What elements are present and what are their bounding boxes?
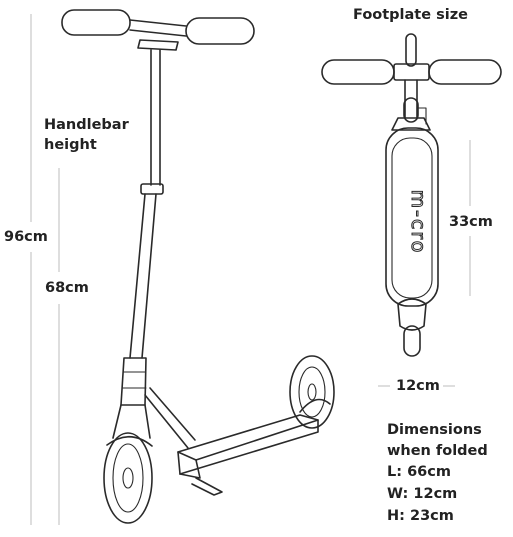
height-max-label: 96cm — [4, 229, 48, 245]
folded-width-label: W: 12cm — [387, 486, 458, 502]
folded-length-label: L: 66cm — [387, 464, 451, 480]
side-view-scooter — [61, 9, 335, 524]
folded-height-label: H: 23cm — [387, 508, 454, 524]
footplate-width-label: 12cm — [396, 378, 440, 394]
top-view-scooter: m-cro — [321, 33, 502, 357]
brand-logo-text: m-cro — [407, 190, 429, 255]
folded-dimensions-title-line1: Dimensions — [387, 422, 482, 438]
footplate-size-title: Footplate size — [353, 7, 468, 23]
handlebar-height-title-line2: height — [44, 137, 97, 153]
height-min-label: 68cm — [45, 280, 89, 296]
handlebar-height-title-line1: Handlebar — [44, 117, 129, 133]
folded-dimensions-title-line2: when folded — [387, 443, 488, 459]
footplate-length-label: 33cm — [449, 214, 493, 230]
